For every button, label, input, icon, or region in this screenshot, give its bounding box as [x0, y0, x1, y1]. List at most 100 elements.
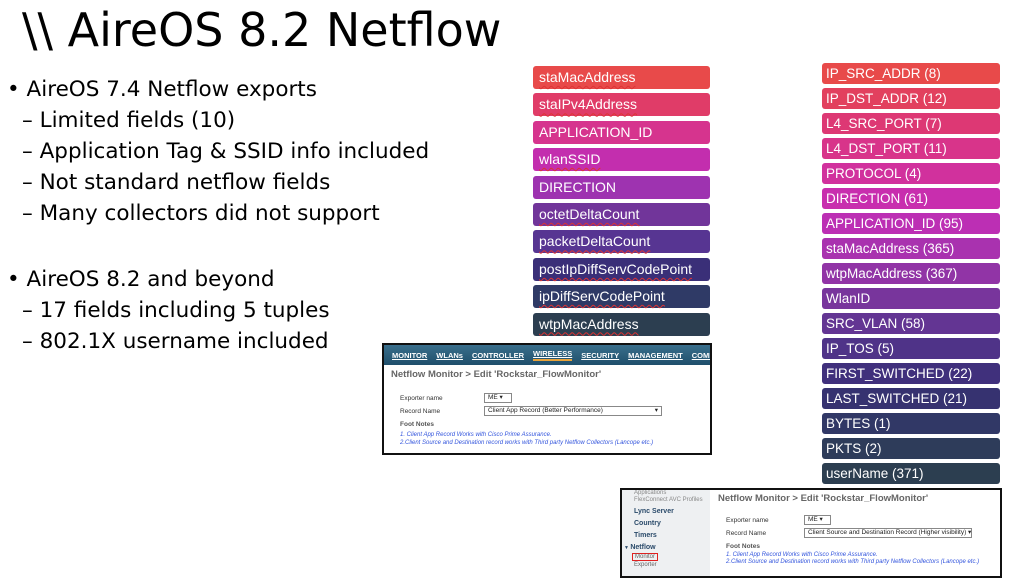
bullet-item: – Limited fields (10): [22, 107, 235, 135]
exporter-value: ME: [488, 394, 498, 401]
field-label: LAST_SWITCHED (21): [826, 391, 968, 406]
record-label: Record Name: [400, 408, 441, 415]
bullet-icon: •: [7, 267, 20, 292]
sidebar-item-netflow[interactable]: ▼ Netflow: [624, 544, 656, 551]
field-label: userName (371): [826, 466, 924, 481]
field-box: L4_DST_PORT (11): [822, 138, 1000, 159]
field-box: staIPv4Address: [533, 93, 710, 117]
field-label: PROTOCOL (4): [826, 166, 922, 181]
record-select[interactable]: Client Source and Destination Record (Hi…: [804, 528, 972, 538]
record-select[interactable]: Client App Record (Better Performance)▾: [484, 406, 662, 416]
top-nav: MONITOR WLANs CONTROLLER WIRELESS SECURITY MA…: [384, 345, 710, 365]
field-box: IP_SRC_ADDR (8): [822, 63, 1000, 84]
field-label: wtpMacAddress: [539, 315, 639, 332]
record-value: Client Source and Destination Record (Hi…: [808, 529, 967, 536]
expand-icon: ▼: [624, 545, 631, 551]
foot-notes-title: Foot Notes: [726, 543, 760, 550]
field-box: userName (371): [822, 463, 1000, 484]
field-box: APPLICATION_ID: [533, 120, 710, 144]
field-label: wtpMacAddress (367): [826, 266, 958, 281]
page-heading: Netflow Monitor > Edit 'Rockstar_FlowMon…: [391, 369, 602, 380]
nav-wireless[interactable]: WIRELESS: [533, 349, 573, 361]
field-box: PROTOCOL (4): [822, 163, 1000, 184]
dash-icon: –: [22, 139, 33, 164]
bullet-text: AireOS 8.2 and beyond: [26, 267, 275, 292]
field-label: BYTES (1): [826, 416, 891, 431]
field-label: octetDeltaCount: [539, 206, 640, 222]
nav-controller[interactable]: CONTROLLER: [471, 350, 525, 360]
sidebar: Applications FlexConnect AVC Profiles Ly…: [622, 490, 710, 576]
sidebar-item-applications[interactable]: Applications: [634, 490, 667, 496]
field-box: IP_DST_ADDR (12): [822, 88, 1000, 109]
dash-icon: –: [22, 201, 33, 226]
exporter-value: ME: [808, 516, 818, 523]
sidebar-item-country[interactable]: Country: [634, 520, 661, 527]
sidebar-item-exporter[interactable]: Exporter: [634, 562, 657, 568]
field-box: LAST_SWITCHED (21): [822, 388, 1000, 409]
slide-title: \\ AireOS 8.2 Netflow: [22, 3, 502, 57]
field-label: IP_DST_ADDR (12): [826, 91, 947, 106]
bullet-icon: •: [7, 77, 20, 102]
nav-commands[interactable]: COMMANDS: [691, 350, 710, 360]
exporter-select[interactable]: ME ▾: [484, 393, 512, 403]
field-box: postIpDiffServCodePoint: [533, 257, 710, 281]
bullet-item: – Not standard netflow fields: [22, 169, 330, 197]
bullet-item: • AireOS 7.4 Netflow exports: [7, 76, 317, 104]
field-label: staIPv4Address: [539, 96, 638, 113]
field-box: DIRECTION: [533, 175, 710, 199]
nav-wlans[interactable]: WLANs: [436, 350, 463, 360]
bullet-text: Application Tag & SSID info included: [39, 139, 430, 164]
field-box: staMacAddress (365): [822, 238, 1000, 259]
field-box: wtpMacAddress (367): [822, 263, 1000, 284]
sidebar-item-lync[interactable]: Lync Server: [634, 508, 674, 515]
field-label: staMacAddress (365): [826, 241, 955, 256]
dash-icon: –: [22, 170, 33, 195]
sidebar-item-flexconnect[interactable]: FlexConnect AVC Profiles: [634, 497, 703, 503]
field-label: APPLICATION_ID: [539, 123, 653, 140]
field-label: L4_DST_PORT (11): [826, 141, 947, 156]
bullet-item: – 17 fields including 5 tuples: [22, 297, 330, 325]
field-label: wlanSSID: [539, 151, 601, 168]
field-label: staMacAddress: [539, 69, 636, 85]
nav-monitor[interactable]: MONITOR: [392, 350, 428, 360]
bullet-text: 802.1X username included: [39, 329, 329, 354]
bullet-text: Limited fields (10): [39, 108, 236, 133]
foot-note: 1. Client App Record Works with Cisco Pr…: [400, 432, 552, 438]
sidebar-item-monitor[interactable]: Monitor: [632, 553, 659, 561]
field-box: wlanSSID: [533, 148, 710, 172]
field-label: DIRECTION: [539, 178, 616, 195]
field-box: ipDiffServCodePoint: [533, 285, 710, 309]
bullet-text: 17 fields including 5 tuples: [39, 298, 330, 323]
field-label: IP_SRC_ADDR (8): [826, 66, 941, 81]
record-label: Record Name: [726, 530, 767, 537]
field-box: packetDeltaCount: [533, 230, 710, 254]
field-box: octetDeltaCount: [533, 203, 710, 226]
field-box: SRC_VLAN (58): [822, 313, 1000, 334]
field-box: APPLICATION_ID (95): [822, 213, 1000, 234]
field-label: WlanID: [826, 291, 871, 306]
field-box: BYTES (1): [822, 413, 1000, 434]
bullet-text: Not standard netflow fields: [39, 170, 331, 195]
field-label: ipDiffServCodePoint: [539, 288, 665, 305]
exporter-label: Exporter name: [726, 517, 769, 524]
exporter-select[interactable]: ME ▾: [804, 515, 831, 525]
nav-management[interactable]: MANAGEMENT: [628, 350, 683, 360]
field-label: PKTS (2): [826, 441, 882, 456]
field-box: WlanID: [822, 288, 1000, 309]
field-box: L4_SRC_PORT (7): [822, 113, 1000, 134]
field-label: APPLICATION_ID (95): [826, 216, 964, 231]
field-label: L4_SRC_PORT (7): [826, 116, 942, 131]
nav-security[interactable]: SECURITY: [581, 350, 620, 360]
bullet-item: – 802.1X username included: [22, 328, 329, 356]
bullet-item: – Many collectors did not support: [22, 200, 380, 228]
field-box: FIRST_SWITCHED (22): [822, 363, 1000, 384]
record-value: Client App Record (Better Performance): [488, 407, 603, 414]
foot-note: 2.Client Source and Destination record w…: [400, 440, 654, 446]
dash-icon: –: [22, 298, 33, 323]
foot-note: 2.Client Source and Destination record w…: [726, 559, 980, 565]
dash-icon: –: [22, 108, 33, 133]
wlc-screenshot-netflow: Applications FlexConnect AVC Profiles Ly…: [620, 488, 1002, 578]
foot-note: 1. Client App Record Works with Cisco Pr…: [726, 552, 878, 558]
sidebar-item-timers[interactable]: Timers: [634, 532, 657, 539]
netflow-label: Netflow: [630, 544, 656, 551]
